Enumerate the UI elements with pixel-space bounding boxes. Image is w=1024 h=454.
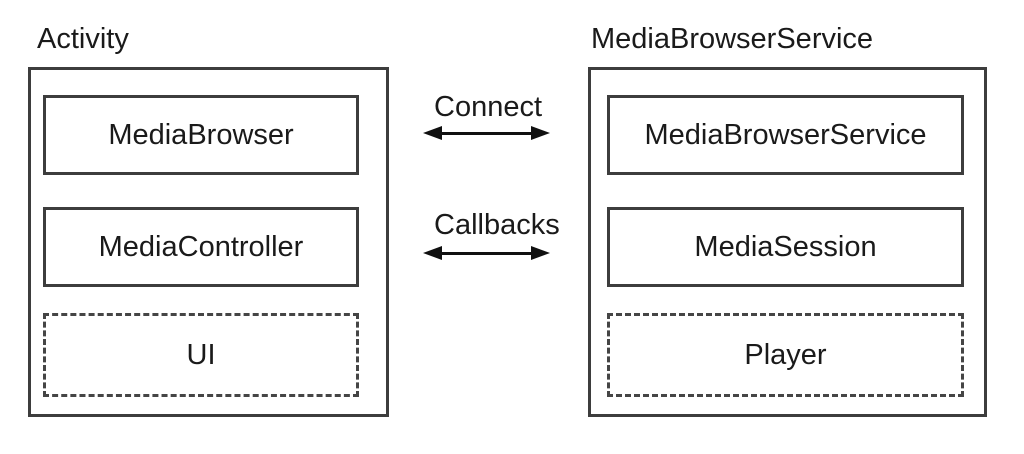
- connect-arrow-label: Connect: [434, 91, 543, 123]
- callbacks-arrow-shaft: [435, 251, 538, 255]
- ui-box: UI: [43, 313, 359, 397]
- connect-double-arrow-icon: [423, 126, 550, 140]
- player-box: Player: [607, 313, 964, 397]
- media-browser-service-group-box: MediaBrowserService MediaSession Player: [588, 67, 987, 417]
- connect-arrow-shaft: [435, 131, 538, 135]
- callbacks-arrow-label: Callbacks: [434, 209, 560, 241]
- activity-group-box: MediaBrowser MediaController UI: [28, 67, 389, 417]
- media-browser-box: MediaBrowser: [43, 95, 359, 175]
- media-controller-box: MediaController: [43, 207, 359, 287]
- media-session-box: MediaSession: [607, 207, 964, 287]
- activity-group-title: Activity: [37, 23, 129, 55]
- media-browser-service-box: MediaBrowserService: [607, 95, 964, 175]
- media-browser-service-group-title: MediaBrowserService: [591, 23, 874, 55]
- callbacks-double-arrow-icon: [423, 246, 550, 260]
